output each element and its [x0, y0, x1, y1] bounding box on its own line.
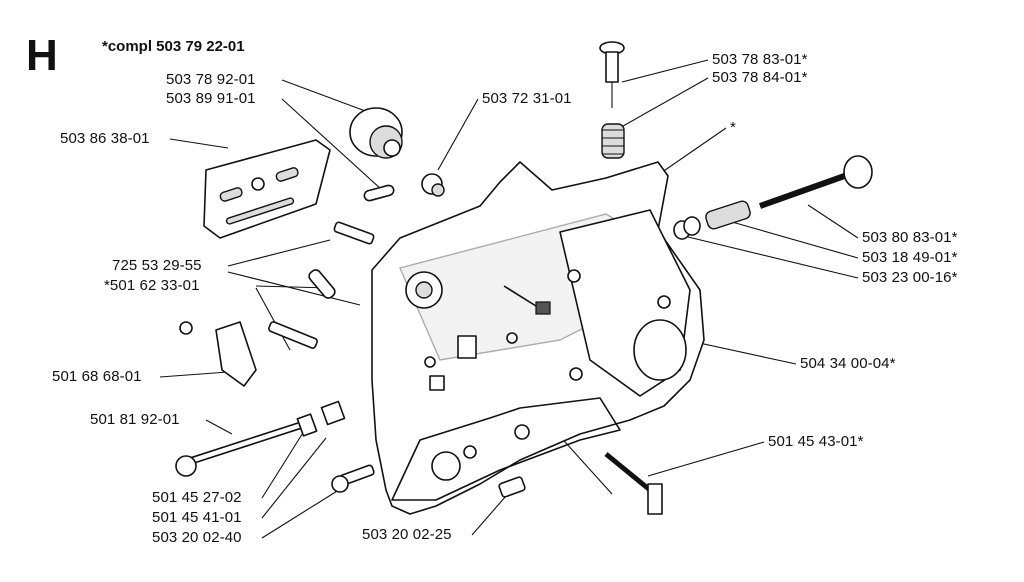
callout-label: 501 45 27-02 [152, 489, 242, 506]
callout-label: 503 80 83-01* [862, 229, 958, 246]
callout-label: 503 72 31-01 [482, 90, 572, 107]
callout-label: 504 34 00-04* [800, 355, 896, 372]
callout-label: 503 18 49-01* [862, 249, 958, 266]
callout-label: 501 45 41-01 [152, 509, 242, 526]
chain-guide-plate [203, 139, 331, 239]
callout-label: 503 78 83-01* [712, 51, 808, 68]
callout-label: 501 68 68-01 [52, 368, 142, 385]
callout-label: 501 81 92-01 [90, 411, 180, 428]
callout-label: 503 89 91-01 [166, 90, 256, 107]
callout-label: 501 45 43-01* [768, 433, 864, 450]
callout-label: *501 62 33-01 [104, 277, 200, 294]
callout-label: 503 78 92-01 [166, 71, 256, 88]
callout-label: 503 23 00-16* [862, 269, 958, 286]
leader-lines [159, 59, 859, 539]
section-letter: H [26, 31, 58, 80]
callout-label: 503 20 02-40 [152, 529, 242, 546]
callout-label: * [730, 119, 736, 136]
assembly-note: *compl 503 79 22-01 [102, 38, 245, 55]
callout-label: 503 86 38-01 [60, 130, 150, 147]
callout-label: 725 53 29-55 [112, 257, 202, 274]
callout-label: 503 78 84-01* [712, 69, 808, 86]
callout-label: 503 20 02-25 [362, 526, 452, 543]
